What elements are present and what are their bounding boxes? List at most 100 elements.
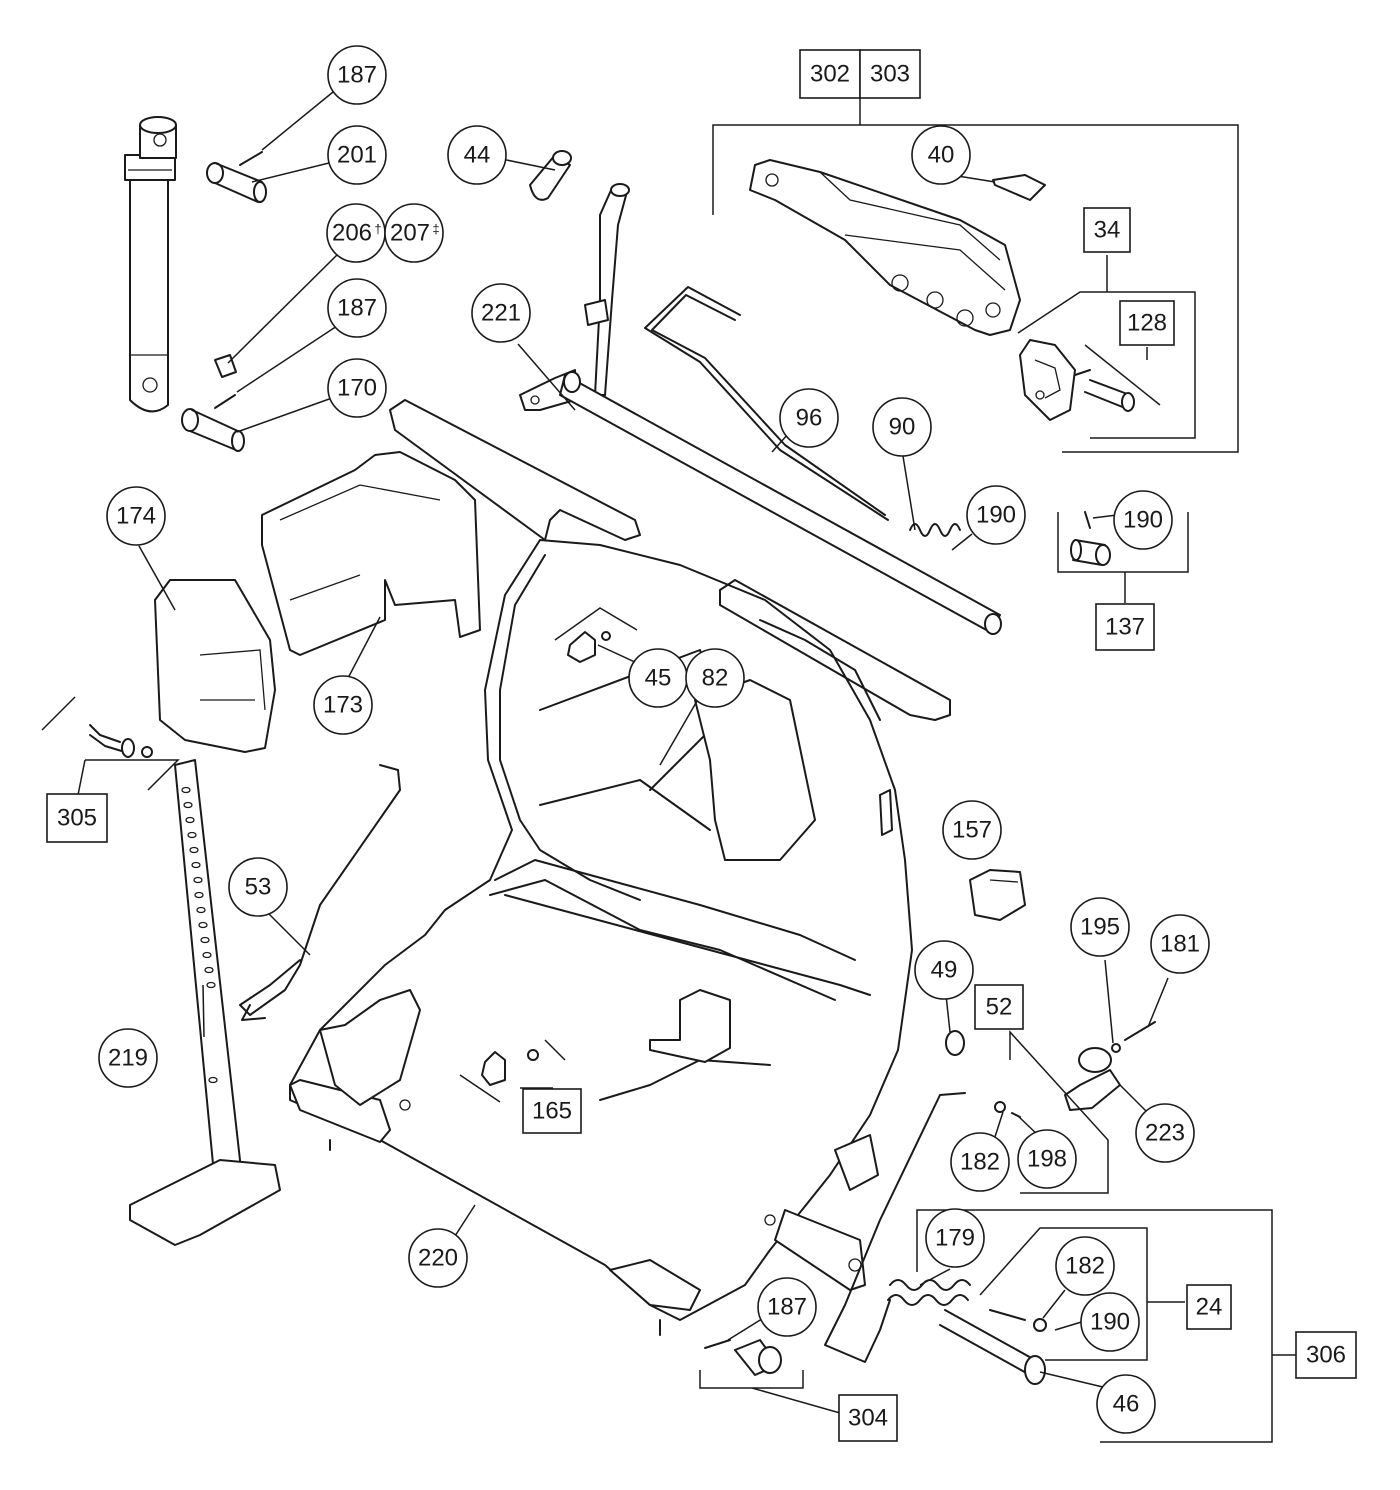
callout-number: 170	[337, 375, 377, 402]
callout-182-circle: 182	[950, 1132, 1010, 1192]
callout-305-box: 305	[46, 793, 108, 843]
latch-pin	[1074, 369, 1135, 412]
pin-305	[89, 724, 153, 758]
callout-number: 182	[1065, 1253, 1105, 1280]
side-cover	[154, 579, 276, 753]
callout-number: 49	[931, 957, 958, 984]
callout-207-circle: 207‡	[384, 203, 444, 263]
callout-number: 306	[1306, 1342, 1346, 1369]
bracket-34	[1017, 255, 1196, 439]
callout-ring	[914, 940, 974, 1000]
rubber-bumper	[969, 869, 1026, 921]
callout-190-circle: 190	[1113, 490, 1173, 550]
callout-306-box: 306	[1295, 1331, 1357, 1379]
roller	[529, 150, 572, 201]
callout-ring	[757, 1277, 817, 1337]
callout-ring	[872, 397, 932, 457]
callout-number: 90	[889, 414, 916, 441]
callout-number: 304	[848, 1405, 888, 1432]
callout-174-circle: 174	[106, 486, 166, 546]
callout-frame	[1083, 207, 1131, 253]
callout-number: 44	[464, 142, 491, 169]
callout-137-box: 137	[1095, 603, 1155, 651]
decal-plate	[992, 174, 1046, 201]
callout-number: 45	[645, 665, 672, 692]
callout-frame	[1119, 300, 1175, 346]
callout-ring	[1055, 1236, 1115, 1296]
bracket-24	[979, 1227, 1185, 1361]
callout-number: 173	[323, 692, 363, 719]
lift-arm	[749, 159, 1021, 336]
callout-number: 157	[952, 817, 992, 844]
lift-handle-tube	[519, 183, 1002, 635]
callout-ring	[1017, 1129, 1077, 1189]
callout-number: 190	[1090, 1309, 1130, 1336]
callout-170-circle: 170	[327, 358, 387, 418]
callout-ring	[911, 125, 971, 185]
callout-ring	[1096, 1374, 1156, 1434]
callout-number: 137	[1105, 614, 1145, 641]
latch-rod	[824, 1092, 1021, 1363]
callout-ring	[106, 486, 166, 546]
latch-plate	[1019, 339, 1076, 421]
callout-ring	[471, 283, 531, 343]
callout-number: 165	[532, 1098, 572, 1125]
bracket-165	[459, 1039, 566, 1103]
callout-number: 190	[1123, 507, 1163, 534]
callout-173-circle: 173	[313, 675, 373, 735]
callout-number: 220	[418, 1245, 458, 1272]
callout-number: 305	[57, 805, 97, 832]
callout-190-circle: 190	[1080, 1292, 1140, 1352]
callout-number: 53	[245, 874, 272, 901]
callout-ring	[327, 45, 387, 105]
callout-number: 96	[796, 405, 823, 432]
callout-number: 182	[960, 1149, 1000, 1176]
callout-frame	[1295, 1331, 1357, 1379]
callout-number: 34	[1094, 217, 1121, 244]
callout-frame	[1186, 1284, 1232, 1330]
bracket-52	[1009, 1030, 1109, 1194]
callout-frame	[522, 1088, 582, 1134]
callout-165-box: 165	[522, 1088, 582, 1134]
hydraulic-cylinder	[124, 116, 177, 413]
callout-ring	[447, 125, 507, 185]
callout-49-circle: 49	[914, 940, 974, 1000]
callout-44-circle: 44	[447, 125, 507, 185]
a-frame	[289, 399, 951, 1336]
callout-number: 223	[1145, 1120, 1185, 1147]
callout-ring	[950, 1132, 1010, 1192]
callout-frame	[974, 984, 1024, 1030]
callout-ring	[327, 358, 387, 418]
callout-34-box: 34	[1083, 207, 1131, 253]
washer-49	[945, 1030, 965, 1056]
callout-ring	[925, 1208, 985, 1268]
callout-ring	[1113, 490, 1173, 550]
callout-24-box: 24	[1186, 1284, 1232, 1330]
callout-frame	[799, 49, 861, 99]
clevis-pin-lower	[181, 394, 245, 452]
callout-ring	[1135, 1103, 1195, 1163]
callout-157-circle: 157	[942, 800, 1002, 860]
callout-46-circle: 46	[1096, 1374, 1156, 1434]
callout-number: 302	[810, 61, 850, 88]
callout-ring	[1070, 897, 1130, 957]
callout-ring	[313, 675, 373, 735]
callout-302-box: 302	[799, 49, 861, 99]
hook-rod	[239, 764, 401, 1021]
callout-number: 24	[1196, 1294, 1223, 1321]
callout-190-circle: 190	[966, 485, 1026, 545]
callout-ring	[228, 857, 288, 917]
callout-96-circle: 96	[779, 388, 839, 448]
callout-128-box: 128	[1119, 300, 1175, 346]
callout-number: 207	[390, 220, 430, 247]
callout-181-circle: 181	[1150, 914, 1210, 974]
group-brackets	[41, 98, 1297, 1443]
clevis-pin-top	[206, 151, 267, 203]
callout-number: 201	[337, 142, 377, 169]
callout-number: 82	[702, 665, 729, 692]
callout-number: 303	[870, 61, 910, 88]
callout-number: 174	[116, 503, 156, 530]
pin-304	[704, 1339, 782, 1376]
